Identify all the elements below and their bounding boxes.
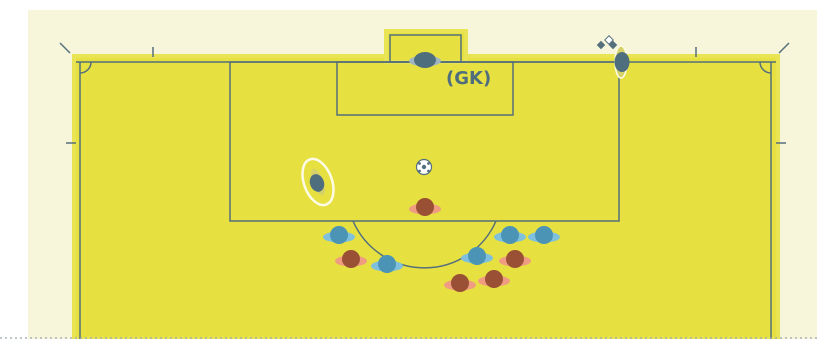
soccer-ball-icon <box>417 160 432 175</box>
goalkeeper-label: (GK) <box>446 68 491 89</box>
